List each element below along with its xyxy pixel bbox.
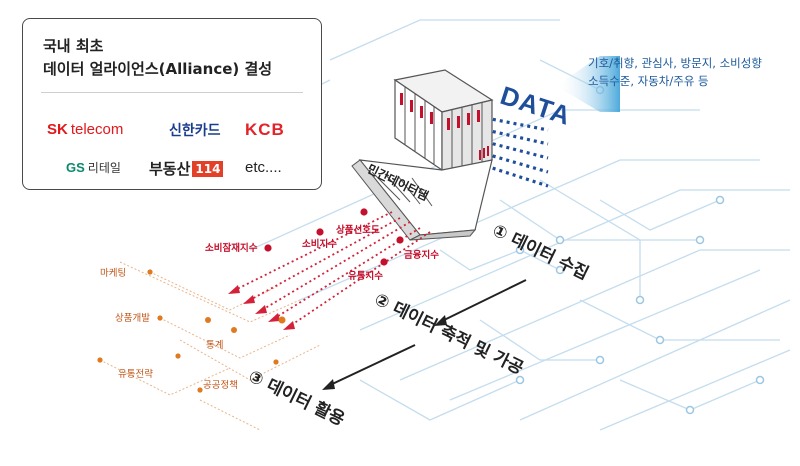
process-arrowheads <box>322 315 447 390</box>
sk-telecom-suffix: telecom <box>70 121 124 138</box>
use-label-marketing: 마케팅 <box>100 268 127 279</box>
kcb-name: KCB <box>245 120 285 139</box>
sk-telecom-brand: SK <box>47 121 68 138</box>
index-label-consumption: 소비지수 <box>302 239 337 250</box>
card-divider <box>41 92 303 93</box>
index-output-lines <box>234 211 431 327</box>
usage-dots <box>97 269 286 393</box>
gs-retail-brand: GS <box>66 160 85 175</box>
budongsan114-suffix: 114 <box>192 160 224 177</box>
budongsan114-brand: 부동산 <box>149 160 191 178</box>
sk-telecom-logo: SK telecom <box>47 121 123 138</box>
index-label-finance: 금융지수 <box>404 250 439 261</box>
incoming-data-lines <box>485 116 549 188</box>
use-label-distribution-strategy: 유통전략 <box>118 369 153 380</box>
data-keyword-line-2: 소득수준, 자동차/주유 등 <box>588 74 709 88</box>
alliance-title: 국내 최초 데이터 얼라이언스(Alliance) 결성 <box>43 35 272 81</box>
index-label-consumption-potential: 소비잠재지수 <box>205 243 258 254</box>
use-label-statistics: 통계 <box>206 340 224 351</box>
etc-label: etc.... <box>245 159 282 176</box>
process-arrows <box>327 279 527 387</box>
data-beam <box>556 56 620 112</box>
index-label-product-preference: 상품선호도 <box>336 225 380 236</box>
index-dots <box>264 208 404 266</box>
gs-retail-logo: GS 리테일 <box>63 159 121 176</box>
shinhan-card-logo: 신한카드 <box>164 120 221 140</box>
data-keyword-line-1: 기호/취향, 관심사, 방문지, 소비성향 <box>588 56 762 70</box>
etc-text: etc.... <box>245 159 282 176</box>
circuit-board-background <box>199 19 791 431</box>
shinhan-card-name: 신한카드 <box>169 123 221 139</box>
budongsan114-logo: 부동산 114 <box>149 158 224 179</box>
use-label-public-policy: 공공정책 <box>203 380 238 391</box>
index-label-distribution: 유통지수 <box>348 271 383 282</box>
index-arrowheads <box>228 285 295 330</box>
kcb-logo: KCB <box>245 120 285 140</box>
use-label-product-development: 상품개발 <box>115 313 150 324</box>
alliance-title-line2: 데이터 얼라이언스(Alliance) 결성 <box>43 60 273 78</box>
data-dam-building <box>351 69 494 241</box>
alliance-title-line1: 국내 최초 <box>43 37 104 55</box>
gs-retail-suffix: 리테일 <box>87 161 121 175</box>
data-keywords: 기호/취향, 관심사, 방문지, 소비성향 소득수준, 자동차/주유 등 <box>588 54 788 90</box>
alliance-card: 국내 최초 데이터 얼라이언스(Alliance) 결성 SK telecom … <box>22 18 322 190</box>
